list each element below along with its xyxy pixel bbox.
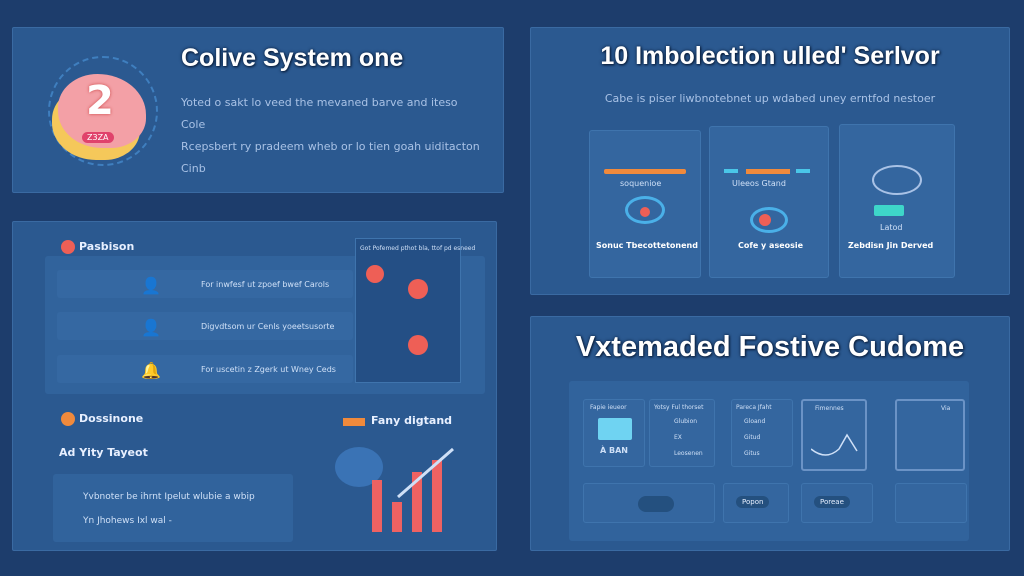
row-text: For inwfesf ut zpoef bwef Carols	[201, 280, 330, 289]
row-text: For uscetin z Zgerk ut Wney Ceds	[201, 365, 336, 374]
subheading: Ad Yity Tayeot	[59, 446, 148, 459]
action-tile[interactable]: Poreae	[801, 483, 873, 523]
custom-panel: Vxtemaded Fostive Cudome Fapie ieueor À …	[530, 316, 1010, 551]
service-card[interactable]: Latod Zebdisn Jin Derved	[839, 124, 955, 278]
description-line: Rcepsbert ry pradeem wheb or lo tien goa…	[181, 140, 480, 153]
description-line: Cinb	[181, 162, 206, 175]
system-panel: 2 Z3ZA Colive System one Yoted o sakt lo…	[12, 27, 504, 193]
bar	[392, 502, 402, 532]
tile-list[interactable]: Yotsy Ful thorset Glubion EX Leosenen	[649, 399, 715, 467]
tile-chart[interactable]: Fimennes	[801, 399, 867, 471]
monitor-icon	[598, 418, 632, 440]
chart-point	[408, 279, 428, 299]
info-box: Yvbnoter be ihrnt Ipelut wlubie a wbip Y…	[53, 474, 293, 542]
bar	[372, 480, 382, 532]
tile-doc[interactable]: Via	[895, 399, 965, 471]
tile-title: Fapie ieueor	[590, 404, 627, 411]
monitor-icon	[872, 165, 922, 195]
wave-chart	[811, 433, 858, 456]
card-label: Cofe y aseosie	[738, 241, 804, 250]
panel-subtitle: Cabe is piser liwbnotebnet up wdabed une…	[604, 92, 936, 105]
row-text: Digvdtsom ur Cenls yoeetsusorte	[201, 322, 335, 331]
alert-icon	[61, 412, 75, 426]
bar	[412, 472, 422, 532]
panel-title: Colive System one	[181, 44, 404, 72]
card-caption: Latod	[880, 223, 903, 232]
chart-title: Got Pofemed pthot bla, ttof pd esneed	[360, 245, 476, 252]
cloud-icon	[750, 207, 788, 233]
tile-title: Fimennes	[815, 405, 844, 412]
chart-point	[366, 265, 384, 283]
bar	[432, 460, 442, 532]
card-label: Sonuc Tbecottetonend	[596, 241, 698, 250]
service-panel: 10 Imbolection ulled' Serlvor Cabe is pi…	[530, 27, 1010, 295]
badge-number: 2	[86, 78, 114, 124]
tile-label: À BAN	[600, 446, 628, 455]
trend-label: Fany digtand	[371, 414, 453, 427]
badge-logo: 2 Z3ZA	[48, 56, 158, 166]
card-label: Zebdisn Jin Derved	[848, 241, 934, 250]
card-caption: soquenioe	[620, 179, 662, 188]
panel-title: Vxtemaded Fostive Cudome	[575, 331, 965, 363]
dashboard-panel: Pasbison 👤 For inwfesf ut zpoef bwef Car…	[12, 221, 497, 551]
tile-title: Yotsy Ful thorset	[654, 404, 704, 411]
action-tile[interactable]: Popon	[723, 483, 789, 523]
action-button[interactable]: Poreae	[814, 496, 850, 508]
card-caption: Uleeos Gtand	[732, 179, 786, 188]
info-line: Yn Jhohews Ixl wal -	[83, 516, 172, 526]
tile-title: Via	[941, 405, 951, 412]
alert-icon	[61, 240, 75, 254]
trend-line	[397, 447, 454, 499]
list-row[interactable]: 👤 Digvdtsom ur Cenls yoeetsusorte	[57, 312, 353, 340]
tile-item: Gitus	[744, 450, 760, 457]
tile-item: Gitud	[744, 434, 761, 441]
panel-title: 10 Imbolection ulled' Serlvor	[600, 42, 940, 70]
list-row[interactable]: 👤 For inwfesf ut zpoef bwef Carols	[57, 270, 353, 298]
service-card[interactable]: soquenioe Sonuc Tbecottetonend	[589, 130, 701, 278]
chart-card[interactable]: Got Pofemed pthot bla, ttof pd esneed	[355, 238, 475, 383]
user-icon: 👤	[141, 276, 161, 295]
bar-chart	[368, 454, 448, 532]
list-row[interactable]: 🔔 For uscetin z Zgerk ut Wney Ceds	[57, 355, 353, 383]
legend-swatch	[343, 418, 365, 426]
tile-item: Leosenen	[674, 450, 703, 457]
action-tile[interactable]	[583, 483, 715, 523]
tile-item: Glubion	[674, 418, 698, 425]
section-heading: Dossinone	[79, 412, 144, 425]
action-button[interactable]: Popon	[736, 496, 770, 508]
service-card[interactable]: Uleeos Gtand Cofe y aseosie	[709, 126, 829, 278]
tile-list[interactable]: Pareca Jfaht Gloand Gitud Gitus	[731, 399, 793, 467]
cloud-icon	[625, 196, 665, 224]
action-tile[interactable]	[895, 483, 967, 523]
tile-item: Gloand	[744, 418, 766, 425]
tile-monitor[interactable]: Fapie ieueor À BAN	[583, 399, 645, 467]
description-line: Cole	[181, 118, 206, 131]
section-heading: Pasbison	[79, 240, 135, 253]
info-line: Yvbnoter be ihrnt Ipelut wlubie a wbip	[83, 492, 255, 502]
badge-label: Z3ZA	[82, 132, 114, 143]
description-line: Yoted o sakt lo veed the mevaned barve a…	[181, 96, 458, 109]
tile-title: Pareca Jfaht	[736, 404, 772, 411]
chart-point	[408, 335, 428, 355]
user-icon: 👤	[141, 318, 161, 337]
tile-item: EX	[674, 434, 682, 441]
bell-icon: 🔔	[141, 361, 161, 380]
